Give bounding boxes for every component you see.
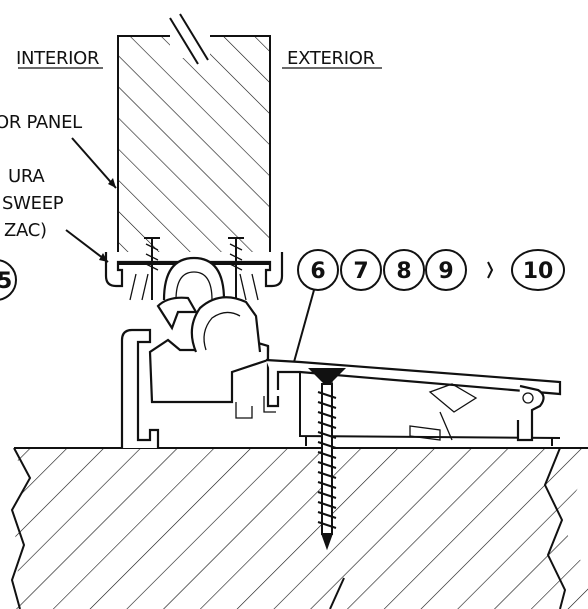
- sweep-label-line1: URA: [8, 166, 45, 187]
- callout-6: 6: [297, 249, 339, 291]
- callout-10: 10: [511, 249, 565, 291]
- door-sweep: [104, 237, 284, 301]
- callout-group: 6 7 8 9 10: [297, 249, 565, 291]
- interior-label: INTERIOR: [16, 48, 99, 69]
- threshold: [120, 296, 562, 448]
- callout-partial-number: 5: [0, 269, 12, 294]
- callout-connector: [487, 261, 494, 279]
- callout-7: 7: [340, 249, 382, 291]
- callout-7-number: 7: [353, 259, 368, 284]
- leader-lines: [18, 67, 382, 609]
- callout-partial: 5: [0, 259, 17, 301]
- sweep-label-line2: SWEEP: [2, 193, 64, 214]
- callout-9: 9: [425, 249, 467, 291]
- threshold-screw: [308, 368, 346, 551]
- callout-6-number: 6: [310, 259, 325, 284]
- sweep-screw-left: [144, 237, 160, 300]
- door-panel: [117, 13, 271, 265]
- door-panel-label: OR PANEL: [0, 112, 82, 133]
- callout-10-number: 10: [523, 259, 554, 284]
- floor-substrate: [10, 447, 588, 609]
- callout-9-number: 9: [438, 259, 453, 284]
- exterior-label: EXTERIOR: [287, 48, 375, 69]
- callout-8: 8: [383, 249, 425, 291]
- callout-8-number: 8: [396, 259, 411, 284]
- sweep-label-line3: ZAC): [4, 220, 47, 241]
- sweep-screw-right: [228, 237, 244, 300]
